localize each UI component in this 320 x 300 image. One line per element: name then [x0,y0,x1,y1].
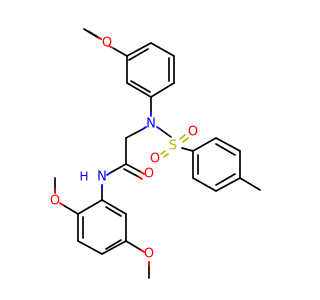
oxygen-atom: O [150,152,160,167]
bond [142,126,147,130]
bond [160,150,166,155]
bond [192,177,217,192]
bond [192,137,217,152]
bond [101,199,127,215]
bond [138,176,143,180]
bond [181,147,194,152]
tolyl-ring [192,137,261,192]
top-methoxy-group: O [83,28,128,57]
bond [109,163,127,174]
sulfonyl-group: S O O [150,125,198,167]
hydrogen-atom: H [79,170,88,184]
aromatic-bond [105,239,122,250]
oxygen-atom: O [144,247,154,262]
bond [108,45,114,49]
methyl-bond [239,177,261,191]
amide-nh-group: N H [79,163,127,201]
left-methoxy-group: O [50,177,79,215]
bond [125,163,142,173]
bond [215,137,241,152]
bond [123,168,140,178]
bottom-methoxy-group: O [125,240,154,279]
bond [125,128,144,139]
nitrogen-atom: N [146,117,156,132]
bond [125,240,142,251]
bond [106,172,111,176]
bond [126,42,152,57]
oxygen-atom: O [144,167,154,182]
bond [62,204,79,215]
bond [163,153,169,158]
bond [179,134,186,140]
dimethoxyphenyl-ring [77,199,127,255]
aromatic-bond [215,173,236,186]
aromatic-bond [215,143,236,156]
oxygen-atom: O [50,194,60,209]
bond [150,42,175,57]
bond [156,126,161,130]
aromatic-bond [130,80,151,93]
bond [126,82,152,98]
bond [83,28,98,38]
top-methoxyphenyl-ring [126,42,175,98]
bond [77,240,103,255]
bond [77,199,103,215]
bond [140,171,145,175]
molecule-structure: O N S O O [50,28,261,279]
aromatic-bond [128,48,149,61]
molecule-canvas: O N S O O [49,28,261,279]
bond [101,240,127,255]
sulfur-atom: S [169,139,177,154]
bond [182,137,189,143]
bond [215,177,241,192]
bond [112,47,128,57]
oxygen-atom: O [188,125,198,140]
nitrogen-atom: N [97,170,107,185]
sulfonamide-nitrogen: N [146,96,156,132]
carbonyl-group: O [123,163,154,182]
bond [159,128,172,138]
bond [140,249,145,253]
aromatic-bond [105,206,122,217]
oxygen-atom: O [102,36,112,51]
bond [59,202,64,206]
bond [150,82,175,98]
